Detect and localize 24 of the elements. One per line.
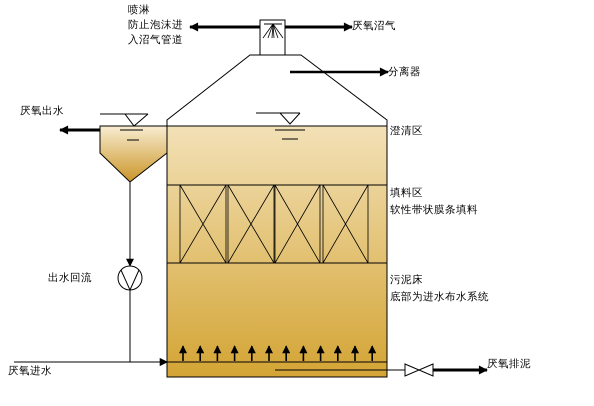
reactor-tank — [166, 54, 388, 378]
arrow — [433, 366, 488, 374]
annotation-text: 厌氧出水 — [20, 104, 64, 120]
arrow — [130, 290, 168, 366]
arrow — [290, 68, 389, 76]
arrow — [59, 126, 100, 134]
zone-label: 澄清区 — [390, 124, 423, 139]
pump-label: 出水回流 — [48, 271, 92, 286]
spray-head-box — [260, 20, 286, 56]
arrow — [126, 182, 134, 267]
valve-symbol — [404, 363, 434, 377]
annotation-text: 厌氧沼气 — [352, 19, 396, 34]
annotation-text: 喷淋 防止泡沫进入沼气管道 — [128, 3, 190, 49]
pump-symbol — [118, 266, 142, 292]
annotation-text: 分离器 — [388, 65, 421, 80]
zone-label: 软性带状膜条填料 — [390, 203, 478, 218]
arrow — [189, 22, 260, 32]
annotation-text: 厌氧排泥 — [487, 357, 531, 372]
zone-label: 填料区 — [390, 186, 423, 201]
arrow — [285, 22, 353, 32]
settling-tank — [100, 114, 168, 183]
zone-label: 底部为进水布水系统 — [390, 290, 489, 305]
zone-label: 污泥床 — [390, 273, 423, 288]
annotation-text: 厌氧进水 — [8, 364, 52, 380]
